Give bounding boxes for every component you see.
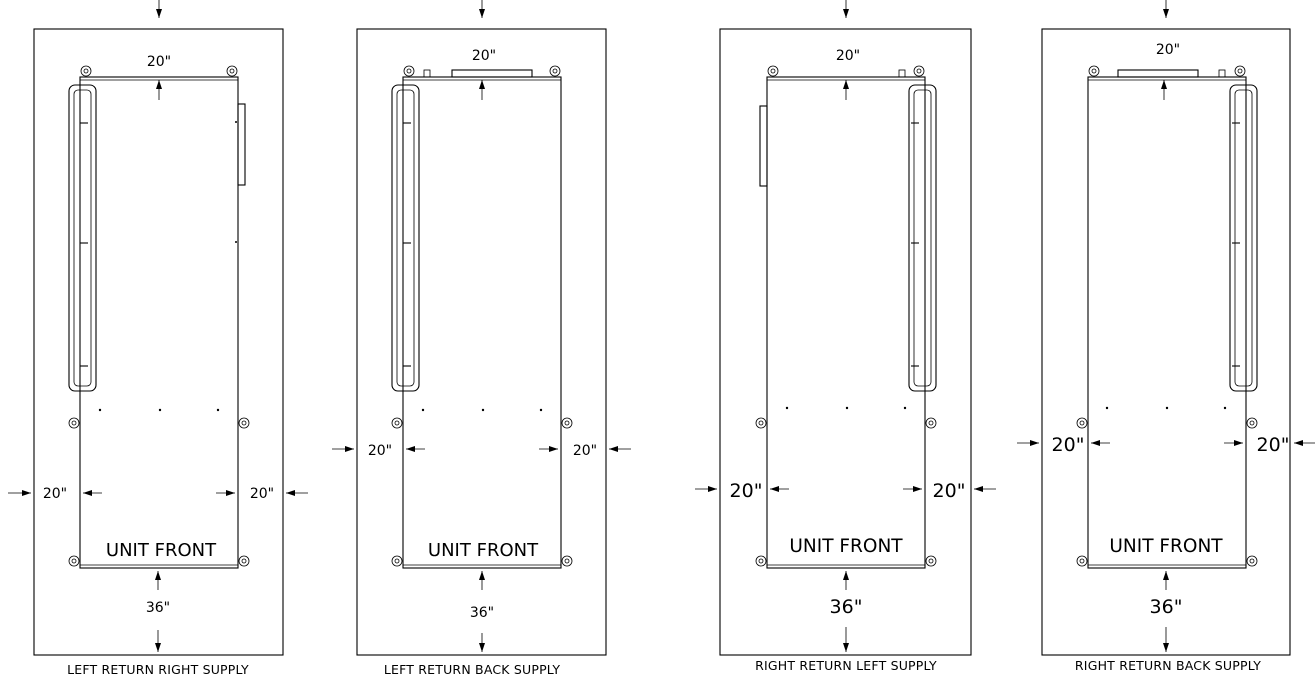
diagram-caption: RIGHT RETURN BACK SUPPLY: [1075, 658, 1261, 673]
clearance-right-label: 20": [1257, 434, 1290, 456]
clearance-left-label: 20": [43, 486, 67, 502]
diagram-right-return-left-supply: 20" 20" 20" UNIT FRONT 36" RIGHT RETURN …: [695, 0, 996, 673]
clearance-top-label: 20": [1156, 42, 1180, 58]
clearance-front-label: 36": [1150, 596, 1183, 618]
clearance-top-label: 20": [472, 48, 496, 64]
diagram-caption: LEFT RETURN BACK SUPPLY: [384, 662, 560, 677]
clearance-left-label: 20": [1052, 434, 1085, 456]
clearance-left-label: 20": [368, 443, 392, 459]
unit-outline: [68, 65, 250, 569]
clearance-boundary: [1041, 28, 1291, 656]
clearance-left-label: 20": [730, 480, 763, 502]
diagram-caption: RIGHT RETURN LEFT SUPPLY: [755, 658, 937, 673]
return-panel: [68, 84, 97, 392]
return-panel: [1229, 84, 1258, 392]
unit-front-label: UNIT FRONT: [428, 540, 539, 561]
unit-front-label: UNIT FRONT: [789, 536, 903, 557]
diagram-left-return-back-supply: 20" 20" 20" UNIT FRONT 36" LEFT RETURN B…: [332, 0, 631, 677]
return-panel: [391, 84, 420, 392]
clearance-right-label: 20": [933, 480, 966, 502]
return-panel: [908, 84, 937, 392]
unit-front-label: UNIT FRONT: [106, 540, 217, 561]
clearance-front-label: 36": [470, 605, 494, 621]
diagram-left-return-right-supply: 20" 20" 20" UNIT FRONT 36" LEFT RETURN R…: [8, 0, 308, 677]
supply-panel: [759, 105, 768, 187]
unit-outline: [1076, 65, 1258, 569]
clearance-front-label: 36": [146, 600, 170, 616]
clearance-top-label: 20": [147, 54, 171, 70]
clearance-right-label: 20": [250, 486, 274, 502]
supply-collar: [451, 69, 533, 78]
clearance-right-label: 20": [573, 443, 597, 459]
clearance-top-label: 20": [836, 48, 860, 64]
clearance-front-label: 36": [830, 596, 863, 618]
unit-outline: [391, 65, 573, 569]
supply-collar: [1117, 69, 1199, 78]
clearance-boundary: [356, 28, 607, 656]
unit-outline: [755, 65, 937, 569]
diagram-right-return-back-supply: 20" 20" 20" UNIT FRONT 36" RIGHT RETURN …: [1017, 0, 1315, 673]
supply-panel: [237, 103, 246, 186]
unit-front-label: UNIT FRONT: [1109, 536, 1223, 557]
diagram-caption: LEFT RETURN RIGHT SUPPLY: [67, 662, 249, 677]
clearance-boundary: [33, 28, 284, 656]
clearance-boundary: [719, 28, 972, 656]
